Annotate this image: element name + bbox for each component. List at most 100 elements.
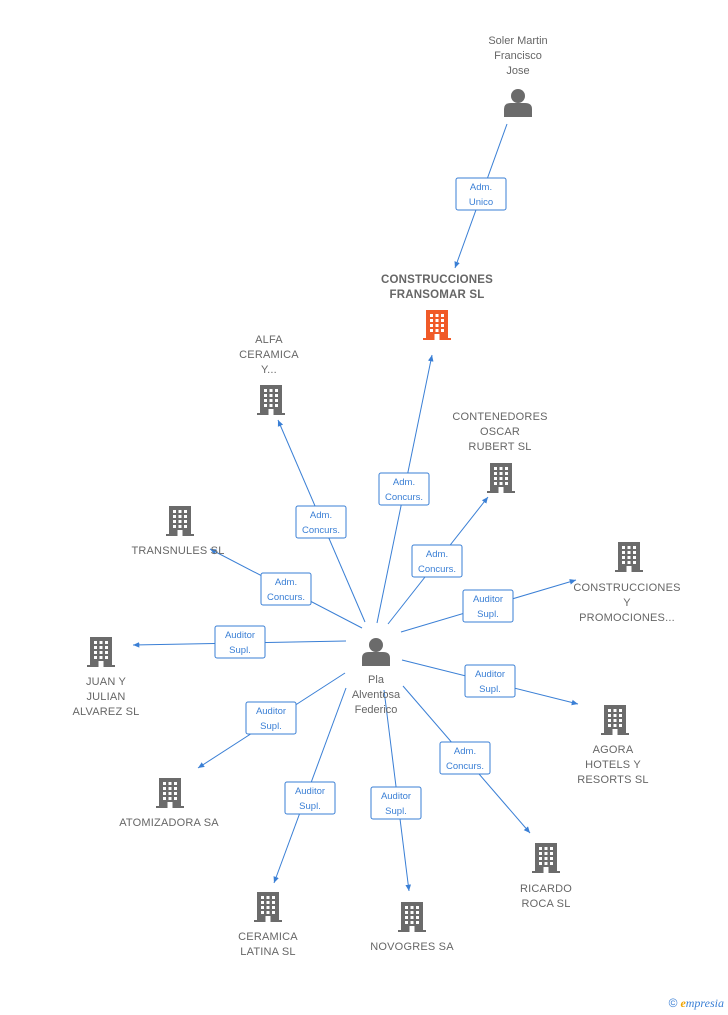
node-label-line: LATINA SL (240, 946, 295, 958)
role-label-line: Auditor (475, 669, 505, 680)
node-label-line: Jose (506, 65, 529, 77)
edge-pla-fransomar: Adm.Concurs. (376, 354, 434, 624)
company-node-transnules[interactable]: TRANSNULES SL (131, 506, 224, 557)
brand-initial: e (680, 996, 686, 1010)
person-icon (362, 638, 390, 666)
building-icon (532, 843, 560, 873)
company-node-atomizadora[interactable]: ATOMIZADORA SA (119, 778, 219, 829)
building-icon (615, 542, 643, 572)
node-label-line: CERAMICA (238, 931, 298, 943)
role-label-line: Supl. (299, 801, 321, 812)
node-label-line: ATOMIZADORA SA (119, 817, 219, 829)
company-node-ceramica[interactable]: CERAMICA LATINA SL (238, 892, 298, 958)
role-badge[interactable] (439, 741, 491, 775)
building-icon (254, 892, 282, 922)
role-badge[interactable] (455, 177, 507, 211)
edge-soler-fransomar: Adm. Unico (454, 123, 508, 269)
edge-pla-alfa: Adm. Concurs. (277, 419, 366, 623)
role-badge[interactable] (464, 664, 516, 698)
role-label-line: Adm. (470, 182, 492, 193)
role-badge[interactable] (284, 781, 336, 815)
role-label-line: Concurs. (267, 592, 305, 603)
role-label-line: Unico (469, 197, 493, 208)
node-label-line: ALFA (255, 334, 283, 346)
node-label-line: NOVOGRES SA (370, 941, 454, 953)
building-icon (166, 506, 194, 536)
edge-pla-transnules: Adm. Concurs. (209, 548, 363, 629)
role-label-line: Concurs. (302, 525, 340, 536)
building-icon (601, 705, 629, 735)
node-label-line: RUBERT SL (468, 441, 531, 453)
node-label-line: JULIAN (86, 691, 125, 703)
node-label-line: Y... (261, 364, 277, 376)
role-badge[interactable] (245, 701, 297, 735)
edges-layer: Adm.UnicoAdm.Concurs.Adm.Concurs.Adm.Con… (132, 123, 579, 892)
building-icon (257, 385, 285, 415)
role-badge[interactable] (370, 786, 422, 820)
node-label-line: AGORA (593, 744, 634, 756)
role-label-line: Concurs. (446, 761, 484, 772)
node-label-line: ROCA SL (521, 898, 570, 910)
node-label-line: OSCAR (480, 426, 520, 438)
role-badge[interactable] (378, 472, 430, 506)
role-label-line: Auditor (256, 706, 286, 717)
node-label-line: JUAN Y (86, 676, 127, 688)
company-node-fransomar[interactable]: CONSTRUCCIONES FRANSOMAR SL (381, 274, 493, 340)
company-node-promociones[interactable]: CONSTRUCCIONESYPROMOCIONES... (573, 542, 680, 624)
role-label-line: Auditor (473, 594, 503, 605)
node-label-line: RESORTS SL (577, 774, 649, 786)
role-label-line: Adm. (426, 549, 448, 560)
company-node-alfa[interactable]: ALFACERAMICAY... (239, 334, 299, 415)
node-label-line: Pla (368, 674, 385, 686)
role-label-line: Adm. (454, 746, 476, 757)
role-label-line: Adm. (275, 577, 297, 588)
building-icon (487, 463, 515, 493)
copyright-symbol: © (668, 996, 678, 1010)
node-label-line: PROMOCIONES... (579, 612, 675, 624)
brand-watermark: ©empresia (669, 996, 724, 1011)
building-icon (423, 310, 451, 340)
node-label-line: FRANSOMAR SL (389, 289, 484, 301)
brand-name: mpresia (685, 996, 724, 1010)
company-node-agora[interactable]: AGORA HOTELS Y RESORTS SL (577, 705, 649, 786)
node-label-line: Soler Martin (488, 35, 547, 47)
node-label-line: Francisco (494, 50, 542, 62)
node-label-line: Alventosa (352, 689, 401, 701)
node-label-line: TRANSNULES SL (131, 545, 224, 557)
role-label-line: Supl. (260, 721, 282, 732)
role-badge[interactable] (411, 544, 463, 578)
building-icon (398, 902, 426, 932)
edge-pla-ricardo: Adm. Concurs. (402, 685, 531, 834)
role-label-line: Concurs. (418, 564, 456, 575)
role-badge[interactable] (260, 572, 312, 606)
edge-pla-contenedores: Adm. Concurs. (387, 496, 489, 625)
role-label-line: Auditor (381, 791, 411, 802)
role-badge[interactable] (295, 505, 347, 539)
person-icon (504, 89, 532, 117)
role-label-line: Supl. (479, 684, 501, 695)
role-label-line: Supl. (385, 806, 407, 817)
role-badge[interactable] (214, 625, 266, 659)
building-icon (156, 778, 184, 808)
role-label-line: Adm. (393, 477, 415, 488)
company-node-novogres[interactable]: NOVOGRES SA (370, 902, 454, 953)
role-badge[interactable] (462, 589, 514, 623)
role-label-line: Auditor (225, 630, 255, 641)
node-label-line: CONSTRUCCIONES (381, 274, 493, 286)
building-icon (87, 637, 115, 667)
node-label-line: HOTELS Y (585, 759, 641, 771)
role-label-line: Supl. (477, 609, 499, 620)
node-label-line: CONSTRUCCIONES (573, 582, 680, 594)
